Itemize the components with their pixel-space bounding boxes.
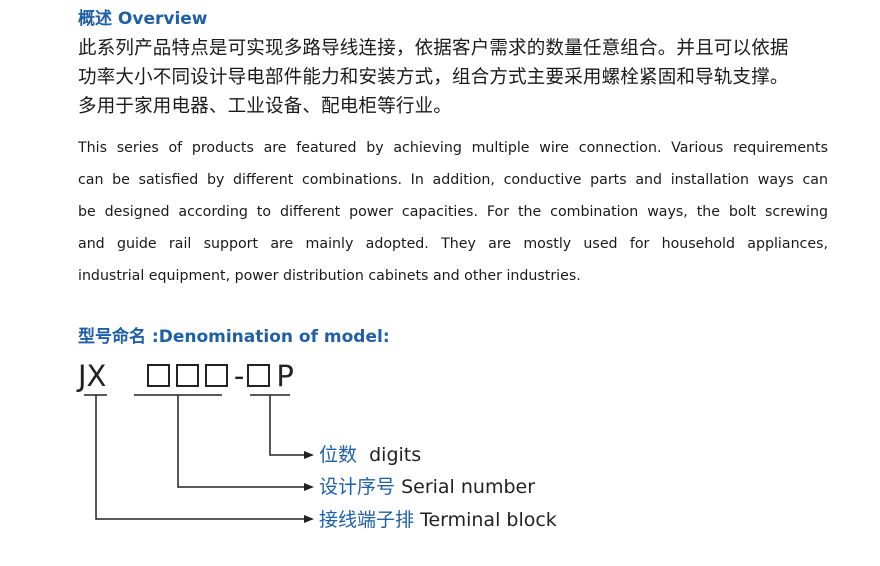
arrow-head	[304, 483, 314, 491]
model-dash: -	[233, 359, 245, 393]
model-title-en: :Denomination of model:	[151, 327, 390, 347]
serial-box	[146, 364, 170, 387]
serial-leader	[177, 395, 305, 488]
serial-box	[204, 364, 228, 387]
terminal-leader	[95, 395, 305, 520]
overview-title-cn: 概述	[78, 9, 112, 29]
legend-en: Terminal block	[420, 509, 557, 531]
legend-terminal-block: 接线端子排 Terminal block	[319, 508, 557, 532]
legend-en: digits	[369, 444, 422, 466]
cn-line: 此系列产品特点是可实现多路导线连接，依据客户需求的数量任意组合。并且可以依据	[78, 38, 789, 59]
arrow-head	[304, 515, 314, 523]
digits-box	[247, 364, 271, 387]
legend-cn: 位数	[319, 444, 358, 466]
en-line: This series of products are featured by …	[78, 140, 828, 156]
legend-en: Serial number	[401, 476, 536, 498]
legend-digits: 位数 digits	[319, 443, 421, 467]
model-code: JX -P	[78, 358, 294, 394]
arrow-head	[304, 451, 314, 459]
legend-serial-number: 设计序号 Serial number	[319, 475, 535, 499]
en-line: industrial equipment, power distribution…	[78, 268, 581, 284]
overview-cn-paragraph: 此系列产品特点是可实现多路导线连接，依据客户需求的数量任意组合。并且可以依据 功…	[78, 34, 838, 121]
en-line: and guide rail support are mainly adopte…	[78, 236, 828, 252]
overview-title-en: Overview	[117, 9, 208, 29]
cn-line: 多用于家用电器、工业设备、配电柜等行业。	[78, 96, 453, 117]
model-prefix: JX	[78, 359, 107, 393]
legend-cn: 接线端子排	[319, 509, 415, 531]
legend-cn: 设计序号	[319, 476, 396, 498]
serial-box	[175, 364, 199, 387]
overview-en-paragraph: This series of products are featured by …	[78, 132, 828, 292]
digits-leader	[269, 395, 305, 456]
cn-line: 功率大小不同设计导电部件能力和安装方式，组合方式主要采用螺栓紧固和导轨支撑。	[78, 67, 789, 88]
model-heading: 型号命名 :Denomination of model:	[78, 322, 390, 347]
overview-heading: 概述 Overview	[78, 4, 208, 29]
model-title-cn: 型号命名	[78, 327, 146, 347]
en-line: can be satisfied by different combinatio…	[78, 172, 828, 188]
model-suffix: P	[276, 359, 294, 393]
en-line: be designed according to different power…	[78, 204, 828, 220]
